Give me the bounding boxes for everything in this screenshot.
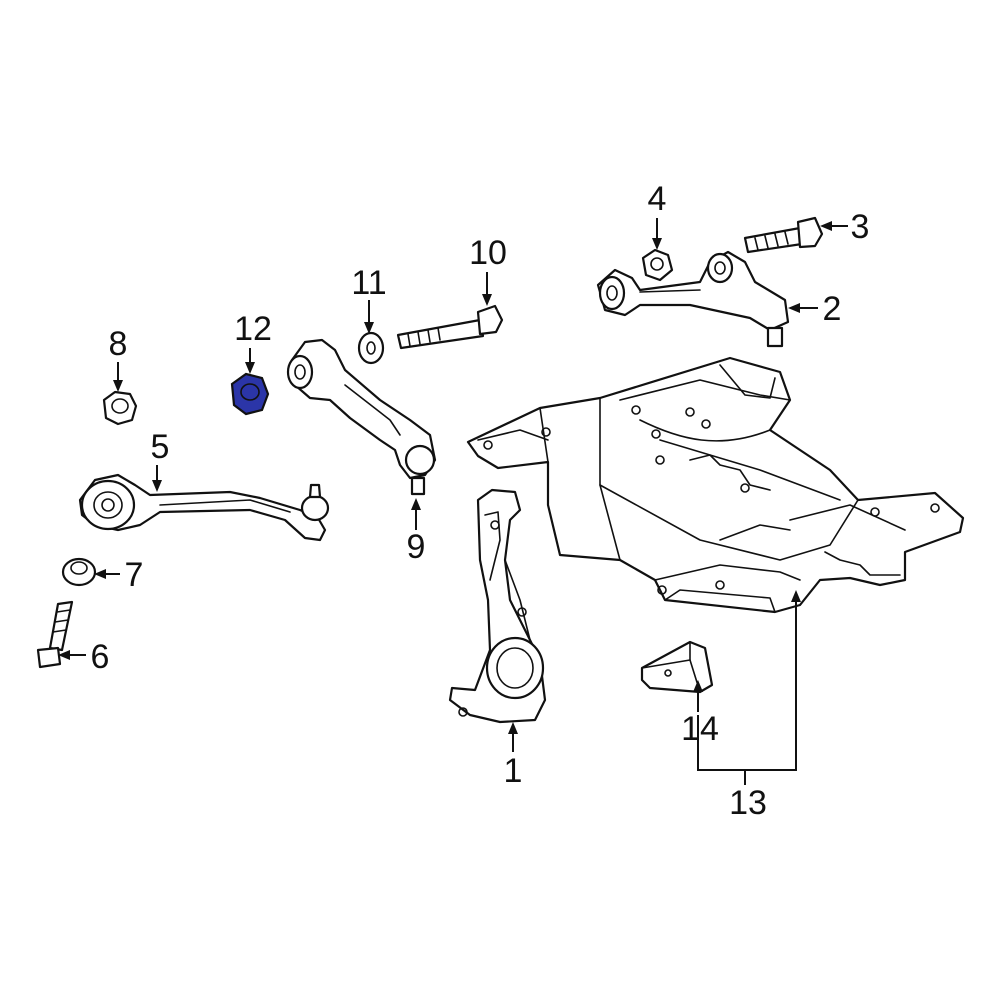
subframe-bracket-part-14[interactable]: [640, 640, 714, 694]
bolt-part-6[interactable]: [36, 600, 74, 669]
callout-6: 6: [91, 638, 110, 676]
callout-5: 5: [151, 428, 170, 466]
callout-labels: 1 2 3 4 5 6 7 8 9 10 11 12 13 14: [91, 180, 870, 822]
washer-part-11[interactable]: [357, 331, 385, 365]
bushing-part-8[interactable]: [102, 390, 138, 426]
bushing-part-12-highlighted[interactable]: [230, 372, 270, 416]
callout-10: 10: [469, 234, 507, 272]
tension-strut-part-9[interactable]: [286, 338, 437, 496]
bolt-part-3[interactable]: [743, 216, 824, 254]
callout-12: 12: [234, 310, 272, 348]
callout-7: 7: [125, 556, 144, 594]
callout-9: 9: [407, 528, 426, 566]
subframe-part-13[interactable]: [466, 356, 965, 614]
steering-knuckle-part-1[interactable]: [448, 488, 547, 724]
leader-lines: [58, 218, 848, 785]
lower-control-arm-part-5[interactable]: [78, 473, 330, 542]
callout-8: 8: [109, 325, 128, 363]
callout-4: 4: [648, 180, 667, 218]
callout-11: 11: [351, 264, 386, 302]
nut-part-4[interactable]: [641, 248, 674, 282]
callout-3: 3: [851, 208, 870, 246]
bolt-part-10[interactable]: [396, 304, 504, 350]
callout-2: 2: [823, 290, 842, 328]
callout-13: 13: [729, 784, 767, 822]
callout-1: 1: [504, 752, 523, 790]
callout-14: 14: [681, 710, 719, 748]
upper-control-arm-part-2[interactable]: [596, 250, 790, 348]
bushing-part-7[interactable]: [61, 557, 97, 587]
